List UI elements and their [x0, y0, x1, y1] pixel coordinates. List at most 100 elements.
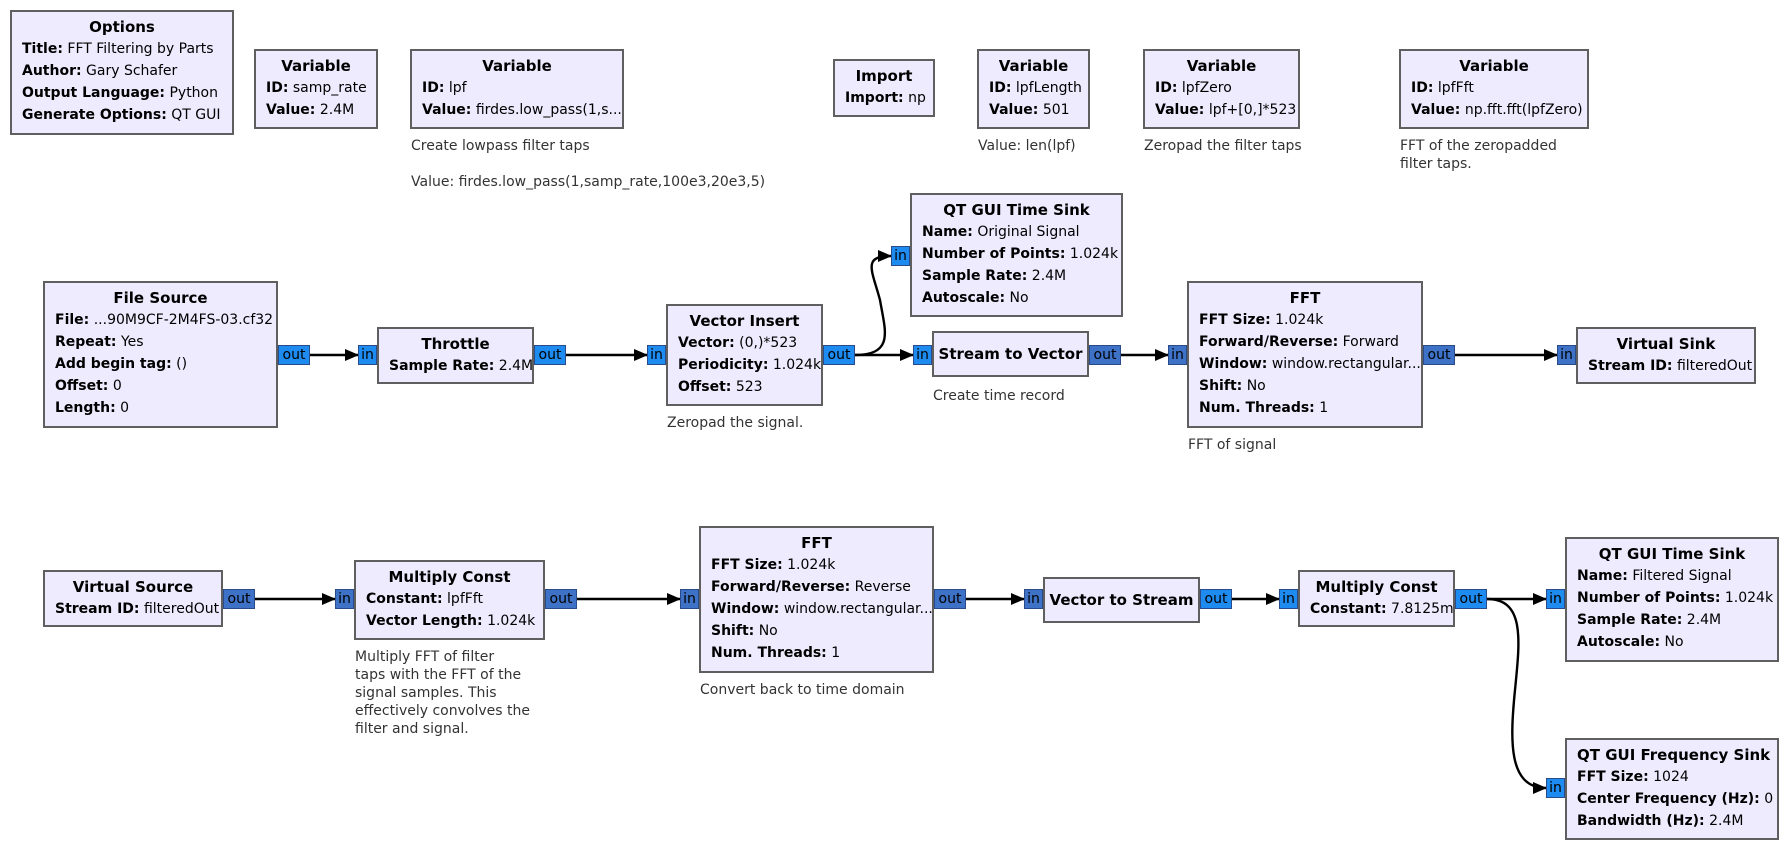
- block-title: Variable: [998, 57, 1069, 75]
- param-key: Value:: [422, 102, 472, 118]
- block-param: Bandwidth (Hz): 2.4M: [1577, 810, 1767, 832]
- param-value: Reverse: [854, 579, 911, 595]
- port-out[interactable]: out: [934, 589, 966, 609]
- block-title: Virtual Sink: [1616, 335, 1716, 353]
- param-value: 2.4M: [1686, 612, 1722, 628]
- param-key: Repeat:: [55, 334, 117, 350]
- param-value: np.fft.fft(lpfZero): [1464, 102, 1583, 118]
- block-vector-to-stream[interactable]: Vector to Stream: [1043, 577, 1200, 623]
- param-key: Stream ID:: [1588, 358, 1673, 374]
- port-out[interactable]: out: [1200, 589, 1232, 609]
- port-out[interactable]: out: [1089, 345, 1121, 365]
- port-out[interactable]: out: [823, 345, 855, 365]
- port-in[interactable]: in: [1557, 345, 1576, 365]
- port-in[interactable]: in: [1546, 589, 1565, 609]
- param-value: FFT Filtering by Parts: [67, 41, 214, 57]
- port-out[interactable]: out: [223, 589, 255, 609]
- param-value: filteredOut: [1676, 358, 1753, 374]
- param-value: 7.8125m: [1391, 601, 1454, 617]
- param-value: lpfLength: [1015, 80, 1082, 96]
- block-param: ID: lpfLength: [989, 77, 1082, 99]
- param-key: Author:: [22, 63, 82, 79]
- param-key: ID:: [422, 80, 445, 96]
- block-param: Periodicity: 1.024k: [678, 354, 821, 376]
- param-value: 1.024k: [787, 557, 836, 573]
- comment-mult-const-comment: Multiply FFT of filter taps with the FFT…: [355, 649, 530, 737]
- port-in[interactable]: in: [335, 589, 354, 609]
- block-param: Repeat: Yes: [55, 331, 266, 353]
- param-value: np: [908, 90, 926, 106]
- block-param: Vector: (0,)*523: [678, 332, 811, 354]
- block-param: Add begin tag: (): [55, 353, 266, 375]
- param-key: Name:: [1577, 568, 1628, 584]
- block-param: Title: FFT Filtering by Parts: [22, 38, 222, 60]
- param-value: No: [1246, 378, 1266, 394]
- block-param: File: ...90M9CF-2M4FS-03.cf32: [55, 309, 273, 331]
- block-title: FFT: [1289, 289, 1321, 307]
- port-in[interactable]: in: [647, 345, 666, 365]
- comment-lpf-comment: Create lowpass filter taps: [411, 138, 590, 154]
- block-param: Num. Threads: 1: [711, 642, 922, 664]
- port-out[interactable]: out: [278, 345, 310, 365]
- block-stream-to-vector[interactable]: Stream to Vector: [932, 331, 1089, 377]
- port-in[interactable]: in: [358, 345, 377, 365]
- port-in[interactable]: in: [1024, 589, 1043, 609]
- block-param: Offset: 0: [55, 375, 266, 397]
- param-value: samp_rate: [292, 80, 367, 96]
- param-value: 1.024k: [1069, 246, 1119, 262]
- block-title: Variable: [281, 57, 351, 75]
- block-param: Sample Rate: 2.4M: [922, 265, 1111, 287]
- param-key: Forward/Reverse:: [1199, 334, 1339, 350]
- block-param: Stream ID: filteredOut: [55, 598, 219, 620]
- param-value: filteredOut: [143, 601, 220, 617]
- param-key: Value:: [1411, 102, 1461, 118]
- param-value: No: [1009, 290, 1029, 306]
- port-out[interactable]: out: [534, 345, 566, 365]
- port-out[interactable]: out: [1455, 589, 1487, 609]
- comment-lpf-value: Value: firdes.low_pass(1,samp_rate,100e3…: [411, 174, 766, 190]
- param-key: FFT Size:: [1199, 312, 1271, 328]
- port-in[interactable]: in: [1279, 589, 1298, 609]
- param-key: Offset:: [55, 378, 109, 394]
- block-param: ID: lpfFft: [1411, 77, 1577, 99]
- block-param: Import: np: [845, 87, 926, 109]
- port-in[interactable]: in: [1168, 345, 1187, 365]
- block-param: FFT Size: 1024: [1577, 766, 1767, 788]
- param-value: lpfFft: [1437, 80, 1474, 96]
- param-value: 0: [120, 400, 130, 416]
- comment-vector-insert-comment: Zeropad the signal.: [667, 415, 804, 431]
- param-key: Num. Threads:: [711, 645, 827, 661]
- port-in[interactable]: in: [913, 345, 932, 365]
- param-value: firdes.low_pass(1,s...: [475, 102, 622, 118]
- port-out[interactable]: out: [545, 589, 577, 609]
- port-in[interactable]: in: [1546, 778, 1565, 798]
- block-param: Stream ID: filteredOut: [1588, 355, 1752, 377]
- block-title: Throttle: [421, 335, 490, 353]
- block-param: FFT Size: 1.024k: [711, 554, 922, 576]
- block-title: QT GUI Frequency Sink: [1577, 746, 1771, 764]
- port-out[interactable]: out: [1423, 345, 1455, 365]
- port-in[interactable]: in: [680, 589, 699, 609]
- port-in[interactable]: in: [891, 246, 910, 266]
- param-value: window.rectangular...: [1271, 356, 1421, 372]
